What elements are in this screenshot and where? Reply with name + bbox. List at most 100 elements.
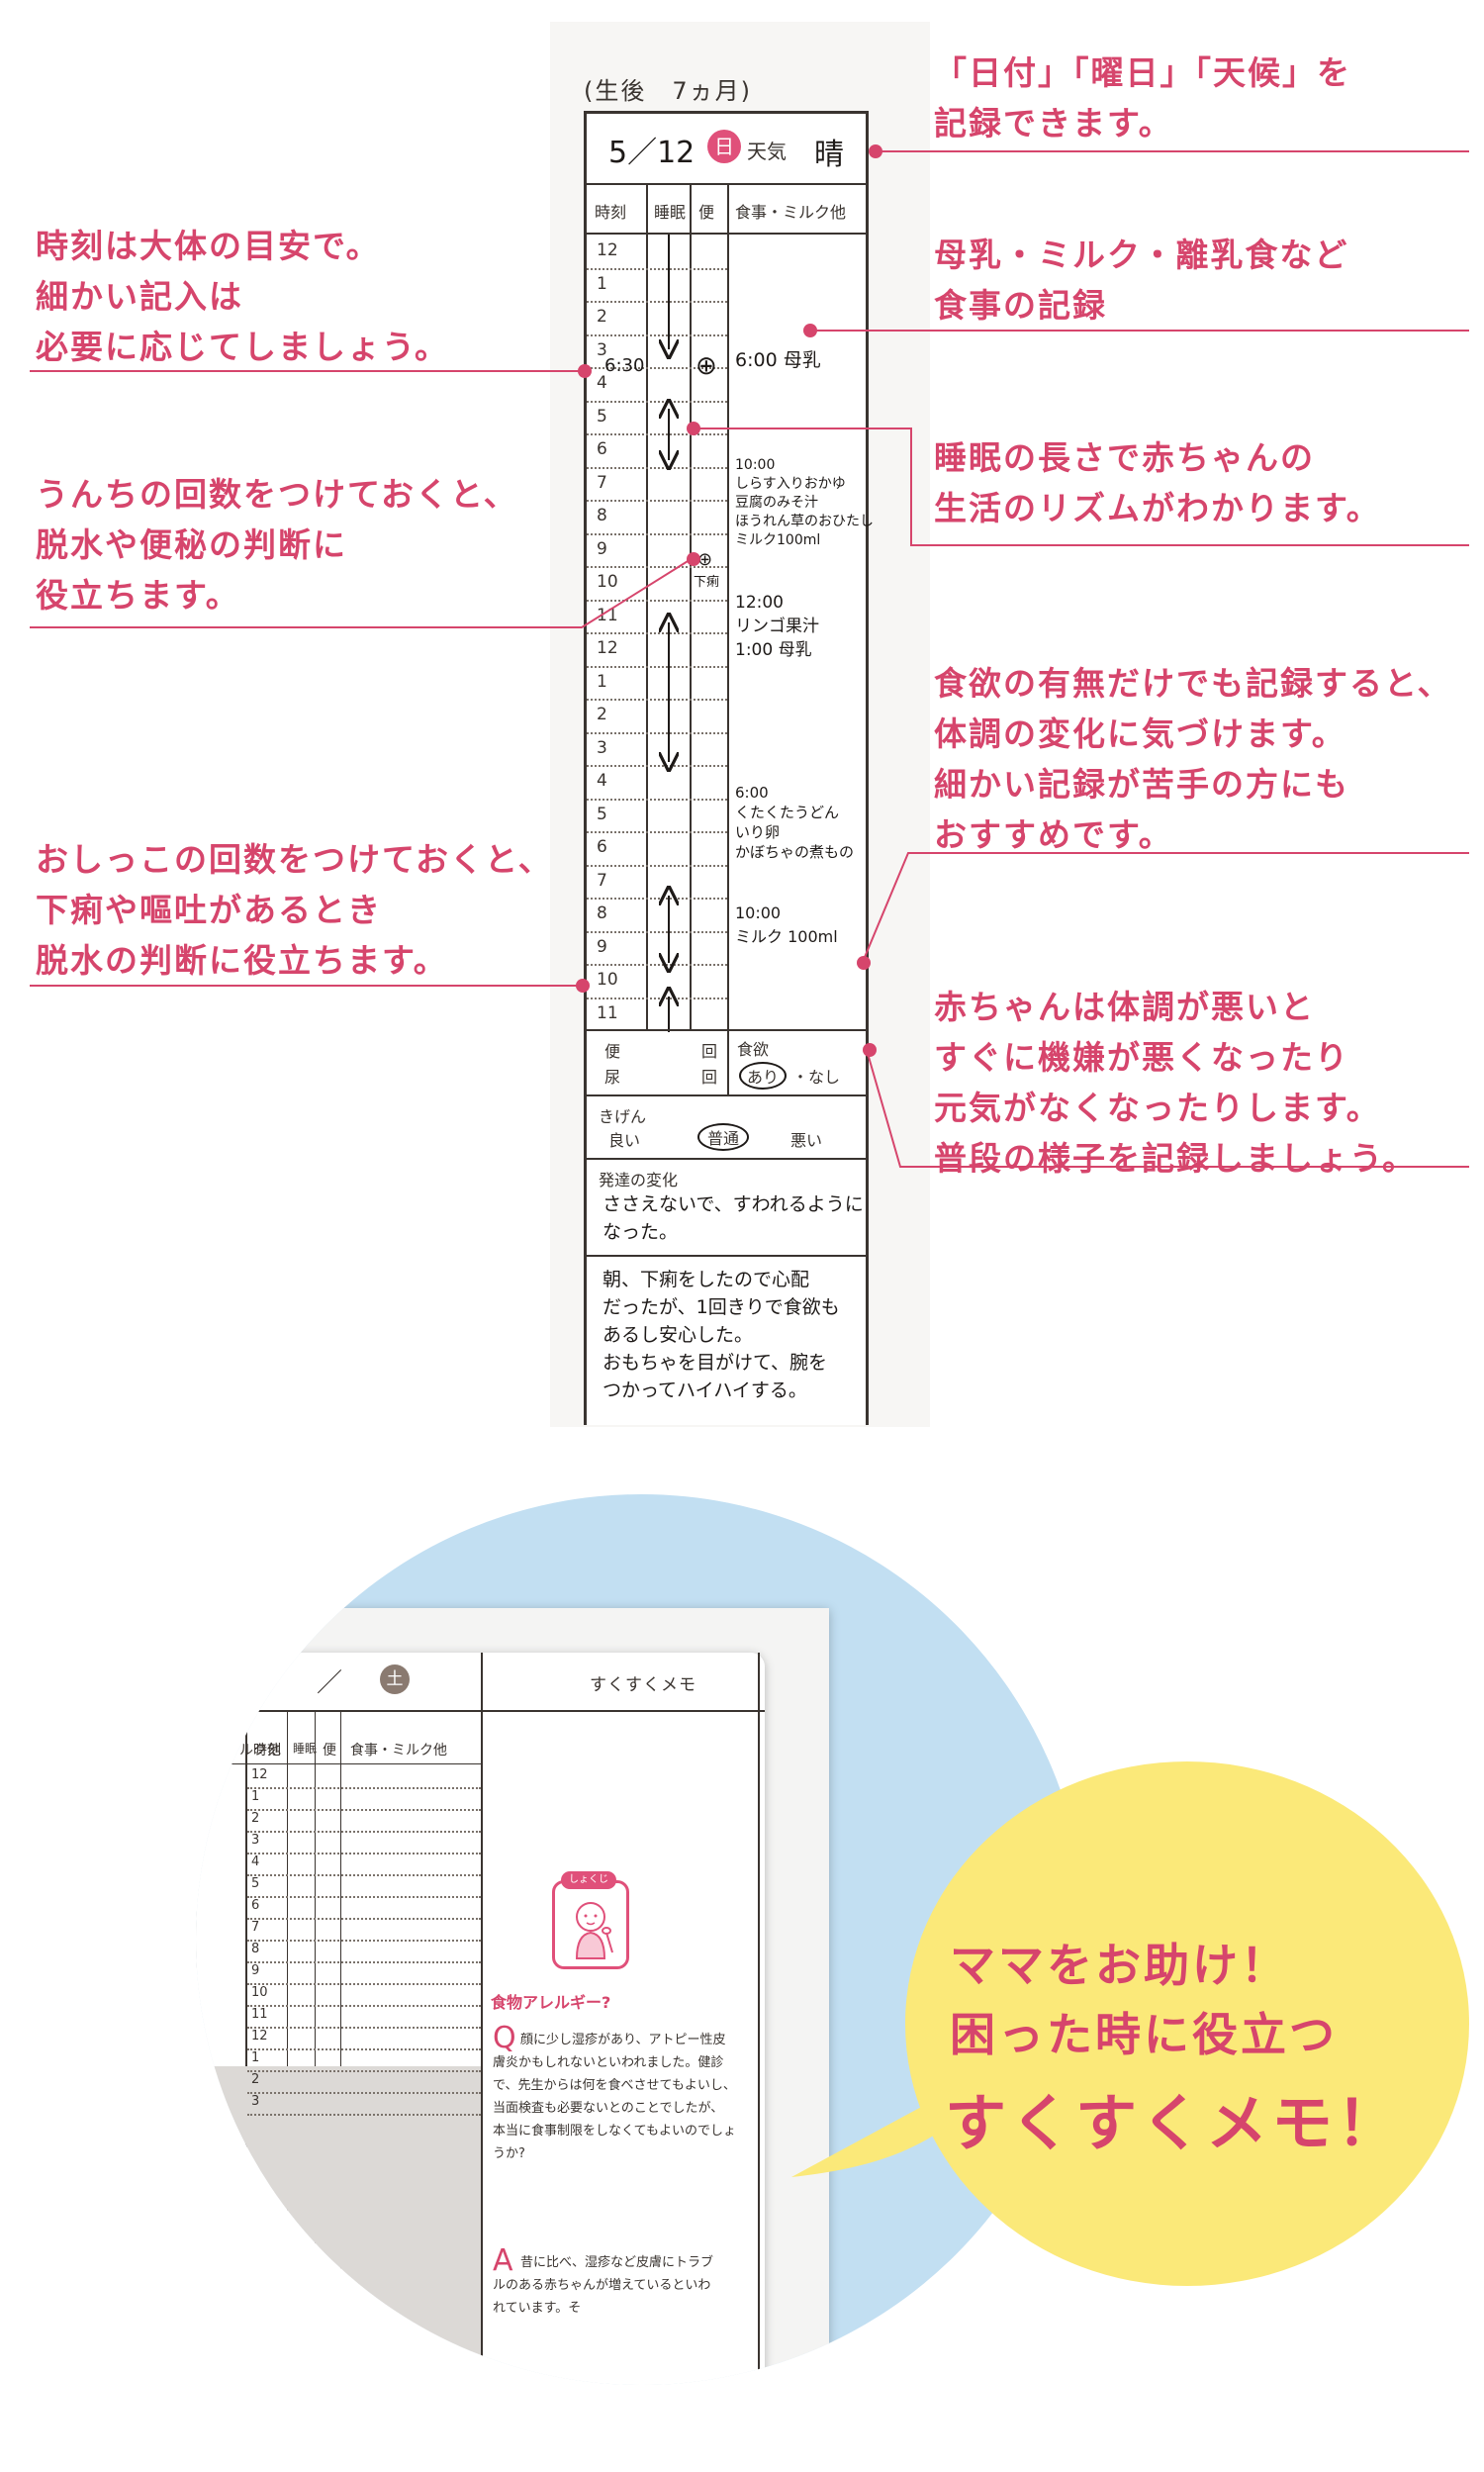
note-time-guide: 時刻は大体の目安で。 細かい記入は 必要に応じてしましょう。 (36, 227, 450, 366)
hour-line (587, 997, 727, 999)
hour-label: 8 (597, 506, 607, 525)
meal-badge-label: しょくじ (561, 1871, 616, 1889)
hour-line (587, 930, 727, 933)
memo-hour-label: 2 (251, 2072, 260, 2087)
note-meal-record: 母乳・ミルク・離乳食など 食事の記録 (934, 236, 1349, 325)
diarrhea-text: 下痢 (694, 575, 720, 590)
memo-hour-label: 9 (251, 1963, 260, 1978)
memo-hour-line (247, 1983, 481, 1985)
memo-hour-line (247, 2114, 481, 2116)
speech-bubble (791, 1761, 1469, 2286)
note-date-weather: 「日付」「曜日」「天候」を 記録できます。 (934, 53, 1351, 143)
leader-line (862, 852, 1469, 963)
column-line (245, 1653, 247, 2385)
date-slash: ／ (317, 1668, 343, 1698)
memo-title: すくすくメモ (590, 1675, 696, 1695)
note-appetite: 食欲の有無だけでも記録すると、 体調の変化に気づけます。 細かい記録が苦手の方に… (934, 664, 1452, 854)
memo-hour-label: 11 (251, 2007, 268, 2022)
hour-line (587, 400, 727, 403)
leader-dot (576, 979, 590, 993)
memo-hour-line (247, 1809, 481, 1811)
column-line (690, 183, 692, 1029)
meal-entry: 12:00 リンゴ果汁 1:00 母乳 (735, 593, 819, 660)
leader-dot (578, 364, 592, 378)
leader-line (876, 150, 1469, 152)
development-text: ささえないで、すわれるように なった。 (603, 1193, 864, 1243)
hour-line (587, 599, 727, 602)
hour-label: 9 (597, 538, 607, 559)
hour-line (587, 632, 727, 634)
memo-hour-label: 10 (251, 1985, 268, 2000)
header-stool: 便 (698, 203, 715, 222)
memo-hour-line (247, 1896, 481, 1898)
bubble-line2: 困った時に役立つ (950, 2008, 1338, 2061)
grey-band (196, 2066, 481, 2385)
memo-hour-label: 2 (251, 1811, 260, 1826)
column-line (727, 1029, 729, 1094)
header-meal: 食事・ミルク他 (735, 203, 847, 222)
hour-label: 11 (597, 1002, 618, 1023)
memo-hour-label: 5 (251, 1876, 260, 1891)
header-sleep: 睡眠 (654, 203, 687, 222)
hour-line (587, 532, 727, 535)
divider (587, 233, 866, 235)
question-text: 顔に少し湿疹があり、アトピー性皮膚炎かもしれないといわれました。健診で、先生から… (493, 2033, 736, 2161)
divider (587, 183, 866, 185)
hour-line (587, 566, 727, 568)
leader-line (910, 428, 912, 546)
page-edge (758, 1653, 760, 2385)
leader-line (30, 370, 584, 372)
divider (196, 1763, 481, 1764)
leader-dot (863, 1043, 877, 1057)
hour-line (587, 333, 727, 336)
weekday-circle: 日 (707, 130, 741, 163)
hour-line (587, 301, 727, 303)
baby-eating-icon (575, 1902, 613, 1959)
leader-dot (869, 144, 882, 158)
divider (587, 1094, 866, 1096)
divider (587, 1255, 866, 1257)
hour-line (587, 798, 727, 801)
bubble-line1: ママをお助け！ (950, 1939, 1289, 1992)
a-mark: A (493, 2243, 513, 2278)
development-label: 発達の変化 (599, 1171, 679, 1189)
memo-hour-line (247, 1831, 481, 1833)
hour-label: 3 (597, 737, 607, 758)
weekday-badge: 土 (380, 1664, 410, 1694)
memo-header-sleep: 睡眠 (293, 1742, 318, 1756)
column-line (727, 183, 729, 1029)
memo-hour-label: 8 (251, 1942, 260, 1956)
note-mood: 赤ちゃんは体調が悪いと すぐに機嫌が悪くなったり 元気がなくなったりします。 普… (934, 988, 1418, 1178)
leader-line (866, 1049, 1469, 1168)
memo-hour-label: 12 (251, 2029, 268, 2044)
divider (587, 1158, 866, 1160)
memo-hour-label: 7 (251, 1920, 260, 1935)
qa-heading: 食物アレルギー? (491, 1993, 611, 2012)
hour-label: 2 (597, 705, 607, 724)
hour-label: 2 (597, 307, 607, 327)
mood-bad: 悪い (790, 1131, 823, 1150)
appetite-label: 食欲 (737, 1040, 770, 1059)
hour-label: 6 (597, 439, 607, 459)
mood-good: 良い (608, 1131, 641, 1150)
leader-line (809, 330, 1469, 332)
diarrhea-mark: ⊕ (697, 549, 713, 570)
weather-label: 天気 (747, 140, 787, 163)
hour-line (587, 864, 727, 867)
time-note: 6:30 (604, 355, 645, 376)
q-mark: Q (493, 2021, 516, 2055)
leader-dot (687, 422, 700, 435)
memo-hour-line (247, 1918, 481, 1920)
leader-dot (687, 552, 700, 566)
diary-age-label: (生後 7ヵ月) (584, 77, 752, 105)
hour-label: 12 (597, 638, 618, 658)
count-unit: 回 (701, 1042, 718, 1061)
hour-line (587, 665, 727, 668)
memo-header-stool: 便 (323, 1743, 336, 1759)
memo-hour-line (247, 2005, 481, 2007)
column-line (481, 1653, 483, 2385)
weather-value: 晴 (814, 138, 844, 172)
leader-dot (803, 324, 817, 337)
